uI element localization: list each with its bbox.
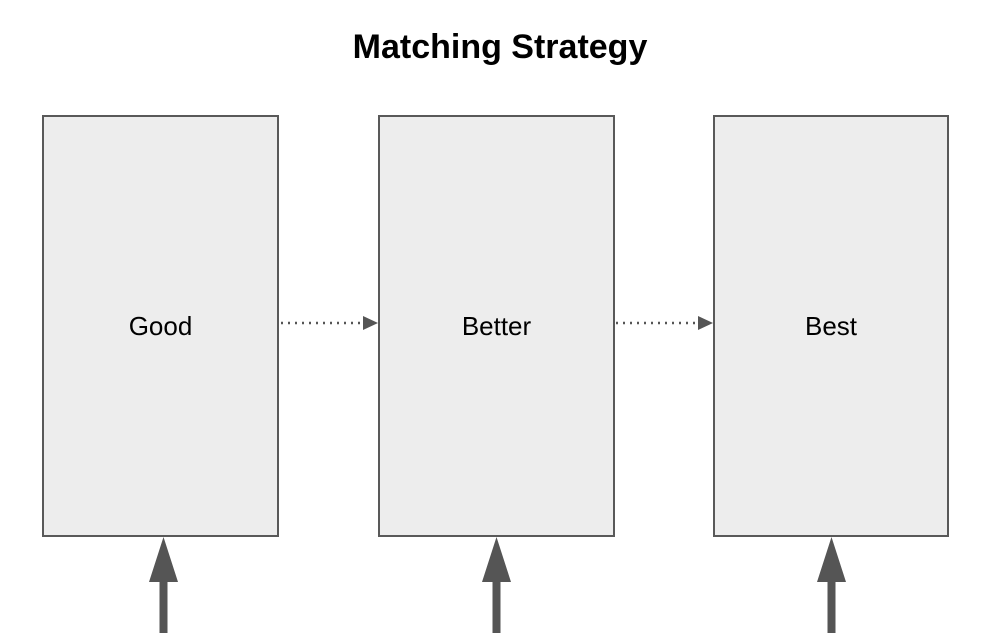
dotted-arrow-icon bbox=[281, 316, 378, 330]
page-title: Matching Strategy bbox=[352, 28, 648, 66]
up-arrow-icon bbox=[149, 537, 178, 633]
feed-arrow-better[interactable] bbox=[481, 537, 512, 633]
connector-better-to-best[interactable] bbox=[616, 313, 715, 333]
feed-arrow-best[interactable] bbox=[816, 537, 847, 633]
stage-label-best: Best bbox=[804, 311, 858, 341]
stage-label-better: Better bbox=[461, 311, 532, 341]
stage-label-good: Good bbox=[128, 311, 193, 341]
feed-arrow-good[interactable] bbox=[148, 537, 179, 633]
stage-box-good[interactable] bbox=[42, 115, 279, 537]
connector-good-to-better[interactable] bbox=[281, 313, 380, 333]
stage-box-better[interactable] bbox=[378, 115, 615, 537]
up-arrow-icon bbox=[482, 537, 511, 633]
dotted-arrow-icon bbox=[616, 316, 713, 330]
stage-box-best[interactable] bbox=[713, 115, 949, 537]
up-arrow-icon bbox=[817, 537, 846, 633]
